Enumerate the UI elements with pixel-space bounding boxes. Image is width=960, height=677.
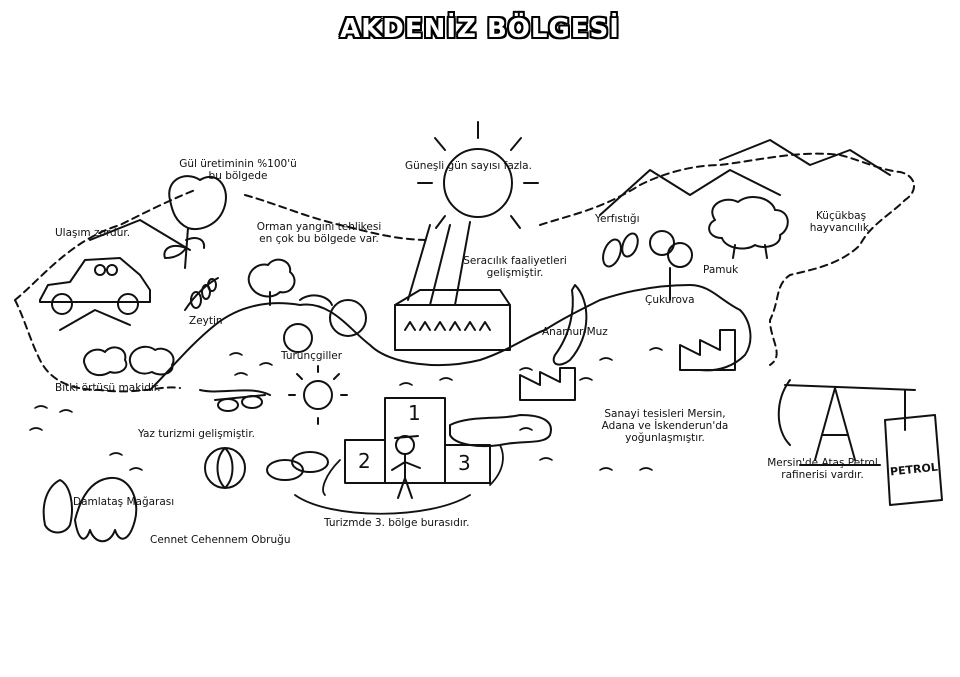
podium-number-3: 3 (458, 451, 471, 475)
gul-label: Gül üretiminin %100'ü bu bölgede (168, 158, 308, 182)
mountains (59, 139, 891, 331)
sanayi-line-3: yoğunlaşmıştır. (625, 432, 705, 444)
arrows (294, 444, 504, 515)
peanut-icon (602, 232, 639, 268)
oil-pump-icon (777, 379, 916, 466)
small-sun-icon (288, 365, 348, 425)
tree-icon (247, 258, 296, 306)
sanayi-line-1: Sanayi tesisleri Mersin, (604, 408, 726, 420)
sun-icon (407, 121, 539, 306)
pamuk-label: Pamuk (703, 264, 739, 276)
seracilik-line-2: gelişmiştir. (486, 267, 544, 279)
olive-icon (184, 277, 219, 311)
orman-label: Orman yangını tehlikesi en çok bu bölged… (244, 221, 394, 245)
sheep-icon (708, 195, 789, 259)
beach-ball-icon (204, 447, 246, 489)
rose-icon (163, 175, 227, 269)
gul-line-2: bu bölgede (208, 170, 268, 182)
banana-icon (552, 284, 588, 366)
land-patch (449, 414, 552, 448)
gunes-label: Güneşli gün sayısı fazla. (405, 160, 532, 172)
kucukbas-line-2: hayvancılık. (809, 222, 873, 234)
orman-line-1: Orman yangını tehlikesi (256, 221, 382, 233)
ulasim-label: Ulaşım zordur. (55, 227, 131, 239)
kucukbas-label: Küçükbaş hayvancılık. (806, 210, 876, 234)
cennet-label: Cennet Cehennem Obruğu (150, 534, 291, 546)
sanayi-label: Sanayi tesisleri Mersin, Adana ve İskend… (590, 408, 740, 444)
bitki-label: Bitki örtüsü makidir. (55, 382, 161, 394)
turuncgiller-label: Turunçgiller (281, 350, 343, 362)
page-title: AKDENİZ BÖLGESİ (340, 14, 620, 44)
gul-line-1: Gül üretiminin %100'ü (179, 158, 297, 170)
coastline (149, 284, 752, 396)
seracilik-label: Seracılık faaliyetleri gelişmiştir. (455, 255, 575, 279)
mersin-petrol-label: Mersin'de Ataş Petrol rafinerisi vardır. (755, 457, 890, 481)
tourist-icon (391, 435, 421, 499)
bush-icon (83, 345, 175, 377)
podium-number-1: 1 (408, 401, 421, 425)
seracilik-line-1: Seracılık faaliyetleri (463, 255, 567, 267)
yaz-label: Yaz turizmi gelişmiştir. (138, 428, 256, 440)
podium-number-2: 2 (358, 449, 371, 473)
anamur-label: Anamur-Muz (542, 326, 608, 338)
yerfistigi-label: Yerfıstığı (595, 213, 640, 225)
slippers-icon (266, 451, 329, 481)
cotton-icon (649, 230, 693, 301)
greenhouse-icon (394, 289, 511, 351)
podium-icon (344, 397, 491, 484)
factory-icon (519, 329, 736, 401)
sea-waves (29, 347, 663, 471)
sunglasses-icon (214, 394, 266, 412)
cave-icon (42, 476, 138, 543)
mersin-petrol-line-2: rafinerisi vardır. (781, 469, 864, 481)
damlatas-label: Damlataş Mağarası (73, 496, 175, 508)
kucukbas-line-1: Küçükbaş (815, 210, 867, 222)
turizm-label: Turizmde 3. bölge burasıdır. (324, 517, 470, 529)
mersin-petrol-line-1: Mersin'de Ataş Petrol (767, 457, 878, 469)
orman-line-2: en çok bu bölgede var. (259, 233, 379, 245)
car-icon (39, 257, 151, 315)
cukurova-label: Çukurova (645, 294, 695, 306)
orange-icon (283, 294, 367, 353)
zeytin-label: Zeytin (189, 315, 223, 327)
sanayi-line-2: Adana ve İskenderun'da (601, 420, 729, 432)
barrel-icon (884, 414, 943, 506)
